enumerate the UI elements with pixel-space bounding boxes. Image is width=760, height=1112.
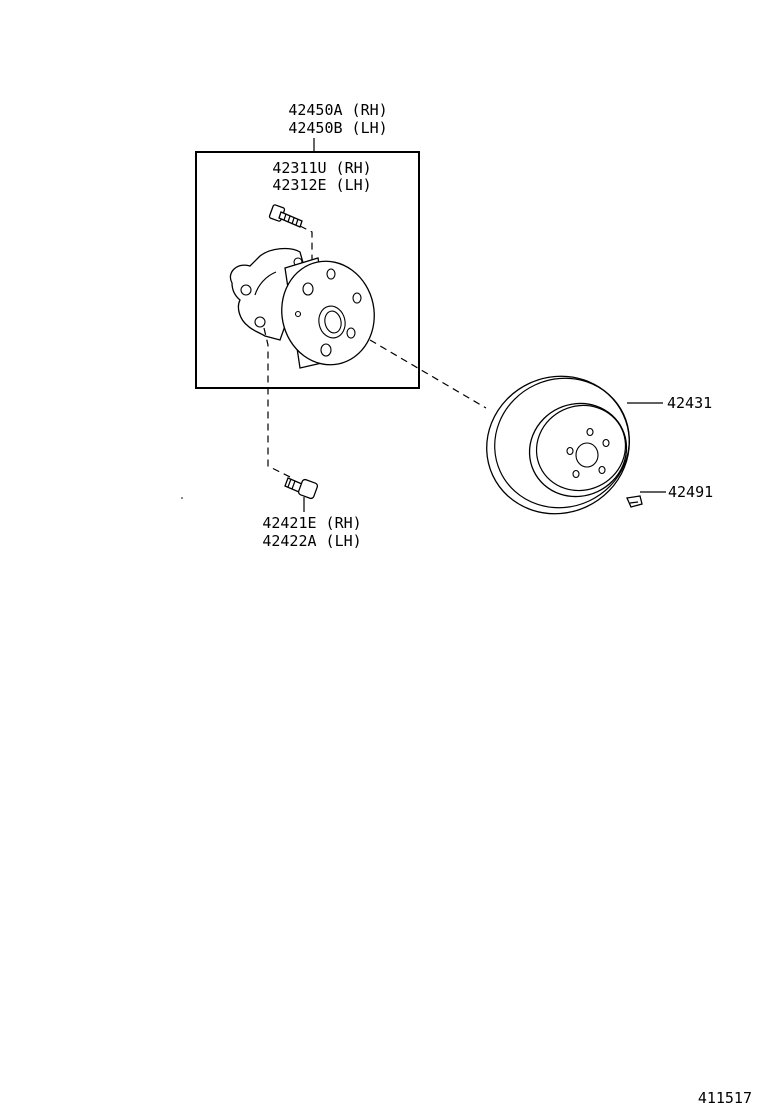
- disc-screw: [626, 495, 643, 508]
- stray-dot: [181, 497, 183, 499]
- screw-label: 42491: [668, 483, 713, 501]
- hub-front-disc: [281, 260, 375, 366]
- mount-bolt-leader: [263, 327, 293, 479]
- diagram-number: 411517: [698, 1089, 752, 1107]
- mount-bolt-rh-label: 42421E (RH): [262, 514, 361, 532]
- hub-assembly-rh-label: 42450A (RH): [288, 101, 387, 119]
- mount-bolt: [284, 477, 319, 500]
- mount-bolt-lh-label: 42422A (LH): [262, 532, 361, 550]
- hub-bolt: [268, 204, 303, 228]
- brake-disc: [486, 375, 630, 515]
- hub-to-disc-leader: [369, 339, 487, 409]
- disc-label: 42431: [667, 394, 712, 412]
- hub-bolt-leader: [299, 225, 313, 262]
- hub-bolt-rh-label: 42311U (RH): [272, 159, 371, 177]
- hub-assembly-box: [195, 151, 420, 389]
- hub-assembly-lh-label: 42450B (LH): [288, 119, 387, 137]
- hub-bolt-lh-label: 42312E (LH): [272, 176, 371, 194]
